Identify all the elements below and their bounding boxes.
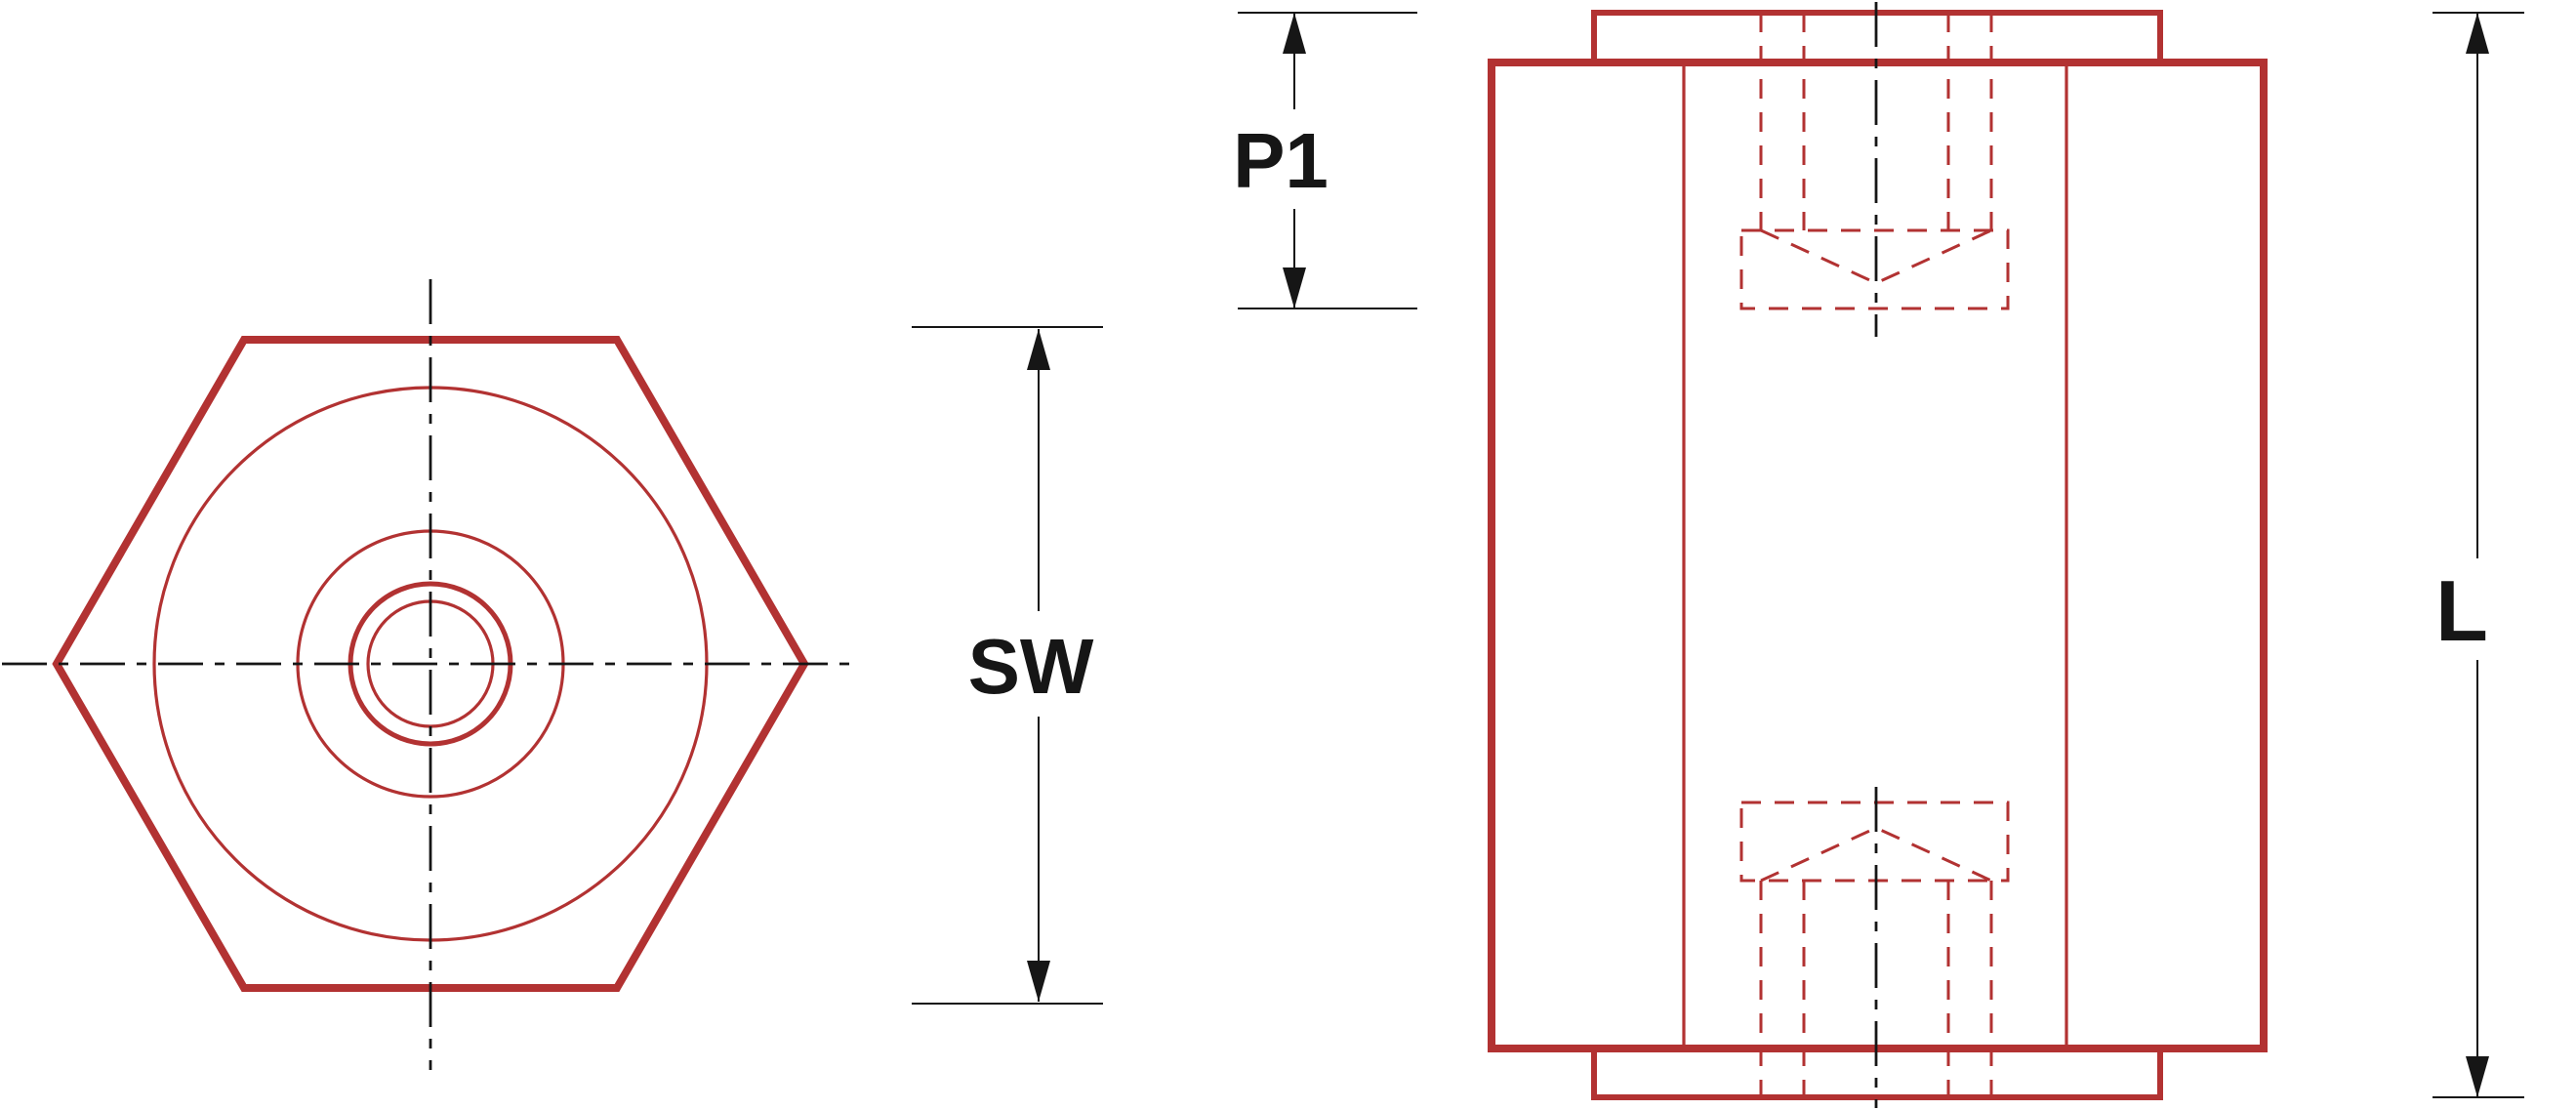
p1-label: P1: [1233, 117, 1329, 204]
side-view: [1488, 2, 2268, 1108]
insert-pocket-outline: [1739, 801, 2010, 883]
body-outline: [1488, 59, 2268, 1052]
bottom-thread-hidden-lines: [1739, 801, 2010, 1097]
sw-arrowhead-top: [1027, 329, 1050, 370]
drill-point-cone: [1760, 228, 1992, 285]
l-arrowhead-bottom: [2466, 1056, 2489, 1097]
sw-arrowhead-bottom: [1027, 961, 1050, 1002]
l-label: L: [2435, 562, 2488, 659]
p1-arrowhead-bottom: [1283, 267, 1306, 308]
p1-arrowhead-top: [1283, 13, 1306, 54]
l-arrowhead-top: [2466, 13, 2489, 54]
dimension-p1: P1: [1199, 12, 1417, 309]
l-label-background: [2403, 558, 2518, 660]
sw-label-background: [935, 611, 1126, 717]
insert-pocket-outline: [1739, 228, 2010, 310]
sw-label: SW: [968, 623, 1094, 710]
hex-end-view: [2, 279, 857, 1070]
p1-label-background: [1199, 109, 1363, 209]
top-thread-hidden-lines: [1739, 13, 2010, 310]
drill-point-cone: [1760, 826, 1992, 883]
dimension-sw: SW: [912, 326, 1126, 1005]
dimension-l: L: [2403, 12, 2524, 1098]
